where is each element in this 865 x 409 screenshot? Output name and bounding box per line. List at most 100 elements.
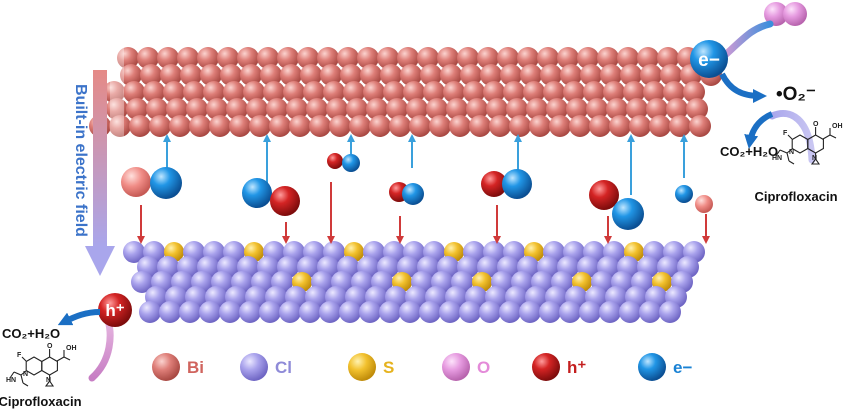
bi-atom <box>280 64 302 86</box>
bi-atom <box>129 115 151 137</box>
bi-atom <box>566 98 588 120</box>
bi-atom <box>617 47 639 69</box>
bi-atom <box>103 81 125 103</box>
bi-atom <box>346 98 368 120</box>
bi-atom <box>486 98 508 120</box>
hole-particle <box>327 153 343 169</box>
bi-atom <box>146 98 168 120</box>
bi-atom <box>589 115 611 137</box>
bi-atom <box>389 115 411 137</box>
bi-atom <box>460 64 482 86</box>
electron-particle <box>502 169 532 199</box>
molecule-atom-label: N <box>812 155 817 162</box>
bi-atom <box>469 115 491 137</box>
cl-atom <box>519 301 541 323</box>
cl-atom <box>539 301 561 323</box>
molecule-atom-label: N <box>23 371 28 378</box>
degradation-arrow-left <box>57 309 101 326</box>
molecule-atom-label: N <box>46 377 51 384</box>
cl-atom <box>123 241 145 263</box>
bi-atom <box>303 81 325 103</box>
molecule-atom-label: N <box>789 149 794 156</box>
bi-atom <box>109 115 131 137</box>
electron-to-radical-arrow <box>719 72 767 103</box>
bi-atom <box>283 81 305 103</box>
bi-atom <box>406 98 428 120</box>
bi-atom <box>309 115 331 137</box>
molecule-atom-label: O <box>813 121 819 128</box>
bi-atom <box>640 64 662 86</box>
superoxide-radical-label: •O₂⁻ <box>776 84 816 105</box>
bi-atom <box>569 115 591 137</box>
bi-atom <box>463 81 485 103</box>
bi-atom <box>666 98 688 120</box>
bi-atom <box>546 98 568 120</box>
bi-atom <box>403 81 425 103</box>
bi-atom <box>126 98 148 120</box>
bi-atom <box>106 98 128 120</box>
bi-atom <box>380 64 402 86</box>
bi-atom <box>246 98 268 120</box>
o2-reduction-track <box>718 20 774 62</box>
bi-atom <box>683 81 705 103</box>
surface-electron-icon: e− <box>690 40 728 78</box>
bi-atom <box>517 47 539 69</box>
bi-atom <box>397 47 419 69</box>
hole-particle <box>589 180 619 210</box>
cl-atom <box>479 301 501 323</box>
molecule-atom-label: HN <box>6 377 16 384</box>
legend-swatch <box>532 353 560 381</box>
bi-atom <box>237 47 259 69</box>
bi-atom <box>260 64 282 86</box>
bi-atom <box>457 47 479 69</box>
bi-atom <box>169 115 191 137</box>
bi-atom <box>180 64 202 86</box>
cl-atom <box>279 301 301 323</box>
bi-atom <box>483 81 505 103</box>
bi-atom <box>326 98 348 120</box>
bi-atom <box>466 98 488 120</box>
bi-atom <box>540 64 562 86</box>
bi-atom <box>503 81 525 103</box>
bi-atom <box>577 47 599 69</box>
bi-atom <box>497 47 519 69</box>
legend-label: O <box>477 358 490 377</box>
bi-atom <box>417 47 439 69</box>
bi-atom <box>377 47 399 69</box>
bi-atom <box>420 64 442 86</box>
hole-attack-curve <box>88 316 114 382</box>
bi-atom <box>220 64 242 86</box>
legend-label: h⁺ <box>567 358 586 377</box>
bi-atom <box>523 81 545 103</box>
bi-atom <box>337 47 359 69</box>
bi-atom <box>649 115 671 137</box>
bi-atom <box>529 115 551 137</box>
bi-atom <box>509 115 531 137</box>
bi-atom <box>669 115 691 137</box>
charge-migration-arrows <box>137 134 710 244</box>
legend-label: Bi <box>187 358 204 377</box>
bi-atom <box>297 47 319 69</box>
bi-atom <box>226 98 248 120</box>
bi-atom <box>349 115 371 137</box>
bi-atom <box>366 98 388 120</box>
bi-atom <box>320 64 342 86</box>
bi-atom <box>477 47 499 69</box>
legend-swatch <box>638 353 666 381</box>
bi-atom <box>329 115 351 137</box>
left-products-label: CO₂+H₂O <box>2 326 60 341</box>
bi-atom <box>629 115 651 137</box>
electron-particle <box>242 178 272 208</box>
bi-atom <box>203 81 225 103</box>
bi-atom <box>557 47 579 69</box>
bi-atom <box>249 115 271 137</box>
cl-atom <box>619 301 641 323</box>
bi-atom <box>543 81 565 103</box>
bi-atom <box>363 81 385 103</box>
molecule-atom-label: HN <box>772 155 782 162</box>
bi-atom <box>189 115 211 137</box>
right-products-label: CO₂+H₂O <box>720 144 778 159</box>
